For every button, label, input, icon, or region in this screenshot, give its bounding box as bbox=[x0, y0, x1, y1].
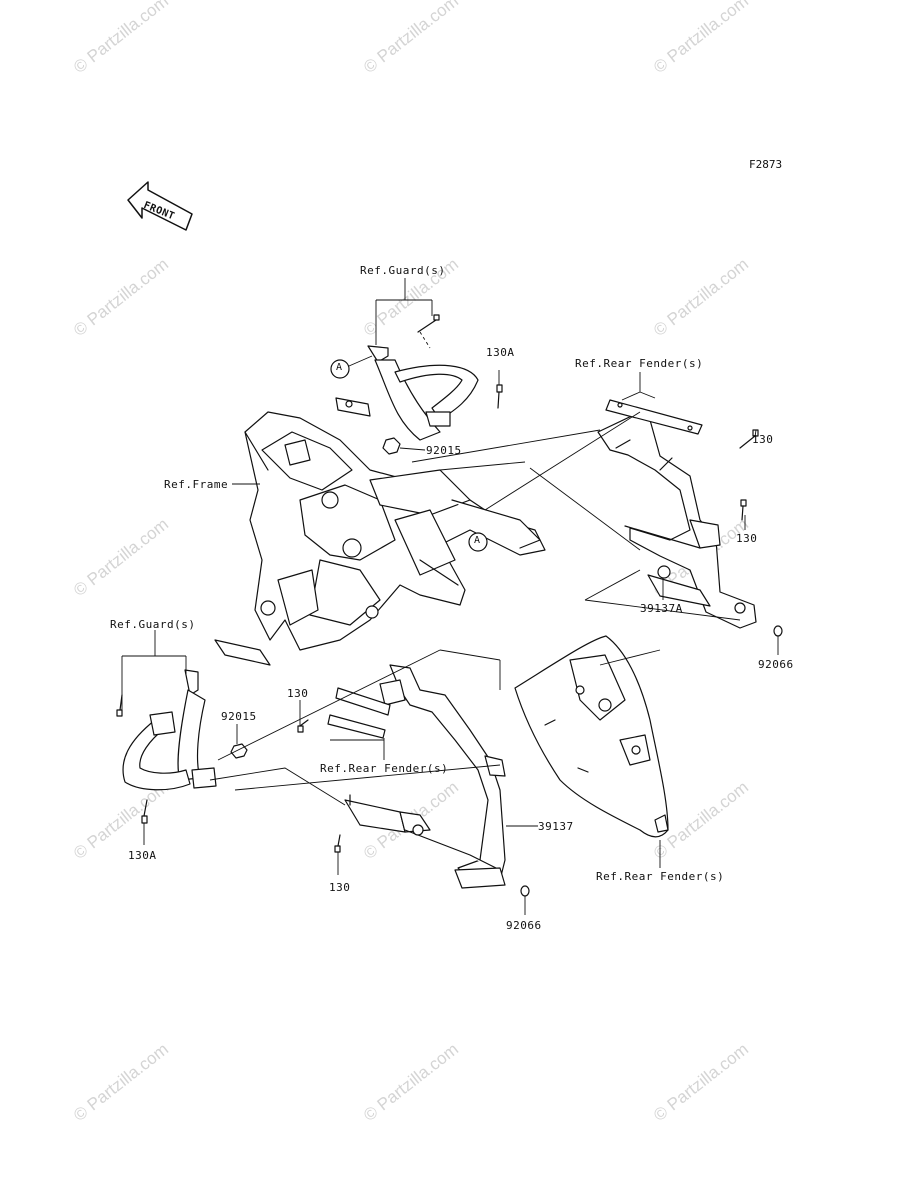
callout-39137: 39137 bbox=[538, 820, 574, 833]
lower-left-guard bbox=[122, 669, 217, 791]
callout-130a-bottom: 130A bbox=[128, 849, 157, 862]
leader-lines bbox=[121, 278, 779, 915]
nut-icon bbox=[230, 437, 401, 759]
rear-fender bbox=[514, 635, 669, 838]
frame-outline bbox=[214, 411, 546, 666]
cap-icon bbox=[520, 625, 783, 897]
callout-ref-rear-fender-mid: Ref.Rear Fender(s) bbox=[320, 762, 449, 775]
callout-92015-left: 92015 bbox=[221, 710, 257, 723]
callout-130a-top: 130A bbox=[486, 346, 515, 359]
callout-130-right-mid: 130 bbox=[736, 532, 758, 545]
left-footrest-bracket bbox=[344, 664, 506, 889]
callout-ref-guard-top: Ref.Guard(s) bbox=[360, 264, 446, 277]
right-footrest-bracket bbox=[597, 411, 757, 629]
callout-ref-rear-fender-bottom: Ref.Rear Fender(s) bbox=[596, 870, 725, 883]
callout-39137a: 39137A bbox=[640, 602, 683, 615]
rear-fender-plate-top bbox=[605, 399, 703, 435]
callout-130-left: 130 bbox=[287, 687, 309, 700]
marker-a-label: A bbox=[474, 535, 481, 546]
callout-92066-bottom: 92066 bbox=[506, 919, 542, 932]
marker-a-circle bbox=[330, 359, 350, 379]
callout-ref-frame: Ref.Frame bbox=[164, 478, 229, 491]
callout-130-right-top: 130 bbox=[752, 433, 774, 446]
marker-a-label: A bbox=[336, 362, 343, 373]
upper-guard bbox=[335, 345, 479, 441]
rear-fender-plate-mid bbox=[327, 687, 391, 739]
callout-92066-right: 92066 bbox=[758, 658, 794, 671]
callout-ref-rear-fender-top: Ref.Rear Fender(s) bbox=[575, 357, 704, 370]
front-arrow-icon bbox=[127, 181, 193, 231]
callout-ref-guard-left: Ref.Guard(s) bbox=[110, 618, 196, 631]
diagram-code: F2873 bbox=[749, 158, 783, 171]
marker-a-circle bbox=[468, 532, 488, 552]
callout-130-bottom: 130 bbox=[329, 881, 351, 894]
callout-92015-top: 92015 bbox=[426, 444, 462, 457]
